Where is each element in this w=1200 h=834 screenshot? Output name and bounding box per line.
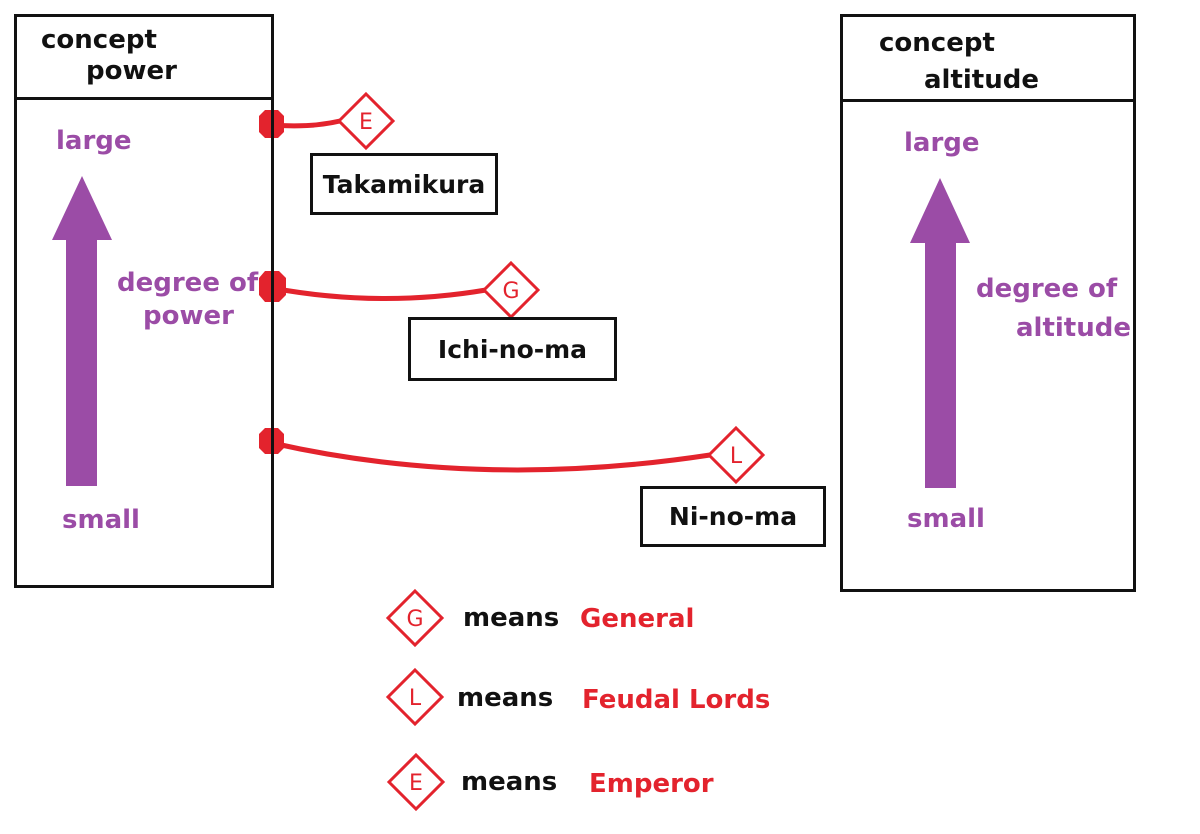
- power-concept-header: concept power: [17, 17, 271, 100]
- legend-general-role: General: [580, 604, 695, 634]
- connector-line-lord: [271, 440, 711, 473]
- legend-emperor-role: Emperor: [589, 769, 714, 799]
- legend-general-diamond-icon: G: [385, 588, 445, 648]
- power-small-label: small: [62, 505, 140, 535]
- power-axis-label-line1: degree of: [117, 268, 259, 298]
- altitude-concept-box: concept altitude: [840, 14, 1136, 592]
- svg-text:E: E: [359, 110, 373, 135]
- lord-diamond-icon: L: [706, 425, 766, 485]
- power-axis-label-line2: power: [143, 301, 234, 331]
- svg-text:L: L: [730, 444, 743, 469]
- room-takamikura: Takamikura: [310, 153, 498, 215]
- svg-text:G: G: [406, 607, 423, 632]
- power-header-line2: power: [86, 56, 177, 86]
- power-large-label: large: [56, 126, 132, 156]
- svg-text:E: E: [409, 771, 423, 796]
- svg-text:L: L: [409, 686, 422, 711]
- room-ichi-no-ma: Ichi-no-ma: [408, 317, 617, 381]
- power-concept-box: concept power: [14, 14, 274, 588]
- legend-lord-role: Feudal Lords: [582, 685, 771, 715]
- general-diamond-icon: G: [481, 260, 541, 320]
- legend-emperor-means: means: [461, 767, 558, 797]
- legend-lord-diamond-icon: L: [385, 667, 445, 727]
- legend-general-means: means: [463, 603, 560, 633]
- right-altitude-arrow: [910, 178, 970, 488]
- altitude-concept-header: concept altitude: [843, 17, 1133, 102]
- altitude-axis-label-line2: altitude: [1016, 313, 1131, 343]
- room-ni-no-ma: Ni-no-ma: [640, 486, 826, 547]
- legend-emperor-diamond-icon: E: [386, 752, 446, 812]
- altitude-large-label: large: [904, 128, 980, 158]
- altitude-header-line1: concept: [879, 28, 995, 58]
- altitude-header-line2: altitude: [924, 65, 1039, 95]
- power-header-line1: concept: [41, 25, 157, 55]
- altitude-axis-label-line1: degree of: [976, 274, 1118, 304]
- altitude-small-label: small: [907, 504, 985, 534]
- connector-line-general: [271, 285, 487, 302]
- legend-lord-means: means: [457, 683, 554, 713]
- svg-text:G: G: [502, 279, 519, 304]
- left-power-arrow: [52, 176, 112, 486]
- emperor-diamond-icon: E: [336, 91, 396, 151]
